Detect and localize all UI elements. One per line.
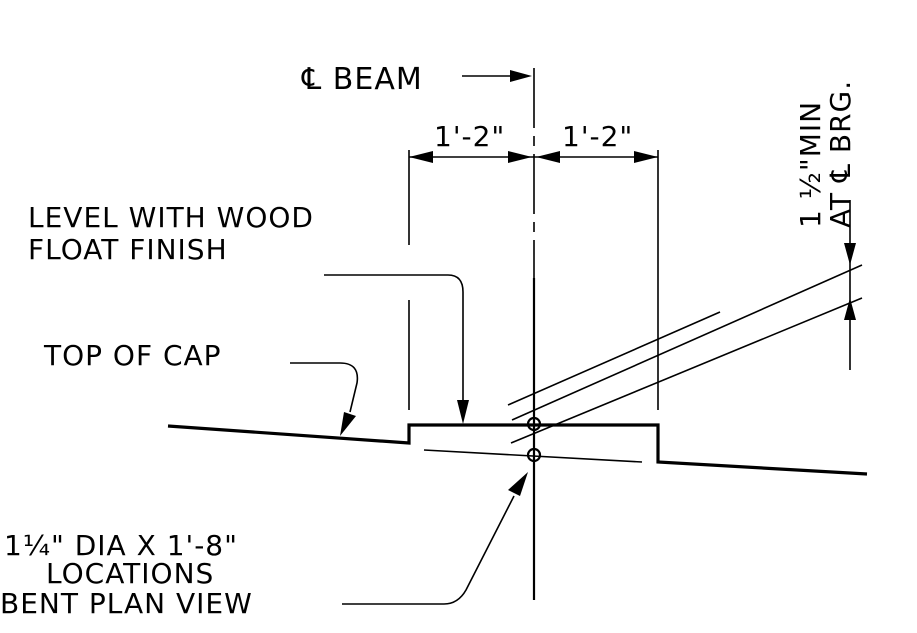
- dowel-note-arrow: [508, 472, 528, 496]
- dowel-note-line2: LOCATIONS: [46, 557, 214, 590]
- top-of-cap-leader: [290, 362, 359, 413]
- cap-profile: [167, 423, 868, 476]
- top-of-cap-label: TOP OF CAP: [43, 339, 222, 372]
- dowel-note-line1: 1¼" DIA X 1'-8": [4, 529, 238, 562]
- top-of-cap-arrow: [340, 412, 356, 436]
- level-note-line1: LEVEL WITH WOOD: [28, 201, 314, 234]
- cl-beam-arrow: [510, 70, 532, 82]
- bearing-line-lower: [423, 449, 643, 463]
- dim-arrow-right: [634, 151, 658, 163]
- bearing-line-2: [511, 264, 863, 421]
- level-note-line2: FLOAT FINISH: [28, 233, 228, 266]
- dowel-note-line3: BENT PLAN VIEW: [0, 587, 253, 620]
- dowel-note-leader: [342, 495, 515, 605]
- dim-arrow-left: [409, 151, 433, 163]
- bearing-line-1: [510, 297, 863, 444]
- bearing-line-3: [507, 311, 721, 406]
- vertical-dim-arrow-top: [844, 243, 856, 265]
- dowel-circle-upper: [526, 416, 542, 432]
- min-note-line1: 1 ½"MIN: [794, 101, 827, 228]
- min-note-line2: AT ℄ BRG.: [824, 80, 857, 228]
- level-note-arrow: [457, 400, 469, 424]
- vertical-dim-arrow-bottom: [844, 298, 856, 320]
- min-note: 1 ½"MIN AT ℄ BRG.: [794, 80, 857, 228]
- cl-beam-label: ℄ BEAM: [301, 62, 423, 97]
- dim-arrow-center-right: [536, 151, 560, 163]
- dim-left-label: 1'-2": [434, 120, 505, 153]
- level-note-leader: [324, 274, 464, 402]
- dowel-circle-lower: [526, 447, 542, 463]
- dim-arrow-center-left: [508, 151, 532, 163]
- dim-right-label: 1'-2": [562, 120, 633, 153]
